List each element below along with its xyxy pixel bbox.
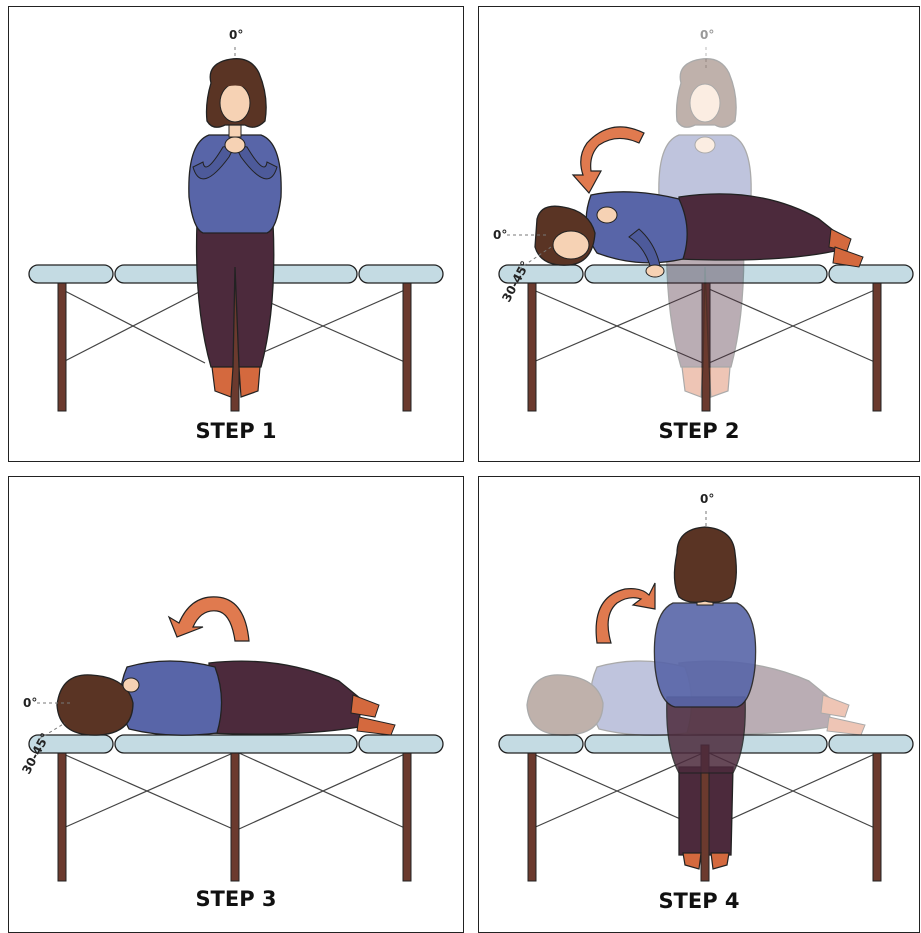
step-label: STEP 4 xyxy=(479,889,919,913)
step-3-illustration: 0° 30-45° xyxy=(9,477,464,933)
massage-table xyxy=(29,735,443,881)
step-1-illustration: 0° xyxy=(9,7,464,462)
patient-seated-back xyxy=(654,527,755,881)
angle-label-side: 0° xyxy=(493,228,507,242)
rotation-arrow-icon xyxy=(573,127,644,193)
step-2-illustration: 0° xyxy=(479,7,920,462)
panel-step-4: 0° xyxy=(478,476,920,933)
angle-label-top: 0° xyxy=(700,28,714,42)
step-label: STEP 2 xyxy=(479,419,919,443)
step-4-illustration: 0° xyxy=(479,477,920,933)
step-label: STEP 1 xyxy=(9,419,463,443)
patient-lying-turned xyxy=(57,661,395,735)
angle-label-top: 0° xyxy=(229,28,243,42)
rotation-arrow-icon xyxy=(596,583,655,643)
angle-label-top: 0° xyxy=(700,492,714,506)
rotation-arrow-icon xyxy=(169,597,249,641)
step-label: STEP 3 xyxy=(9,887,463,911)
angle-label-side: 0° xyxy=(23,696,37,710)
panel-step-1: 0° xyxy=(8,6,464,462)
panel-step-3: 0° 30-45° STEP 3 xyxy=(8,476,464,933)
panel-step-2: 0° xyxy=(478,6,920,462)
